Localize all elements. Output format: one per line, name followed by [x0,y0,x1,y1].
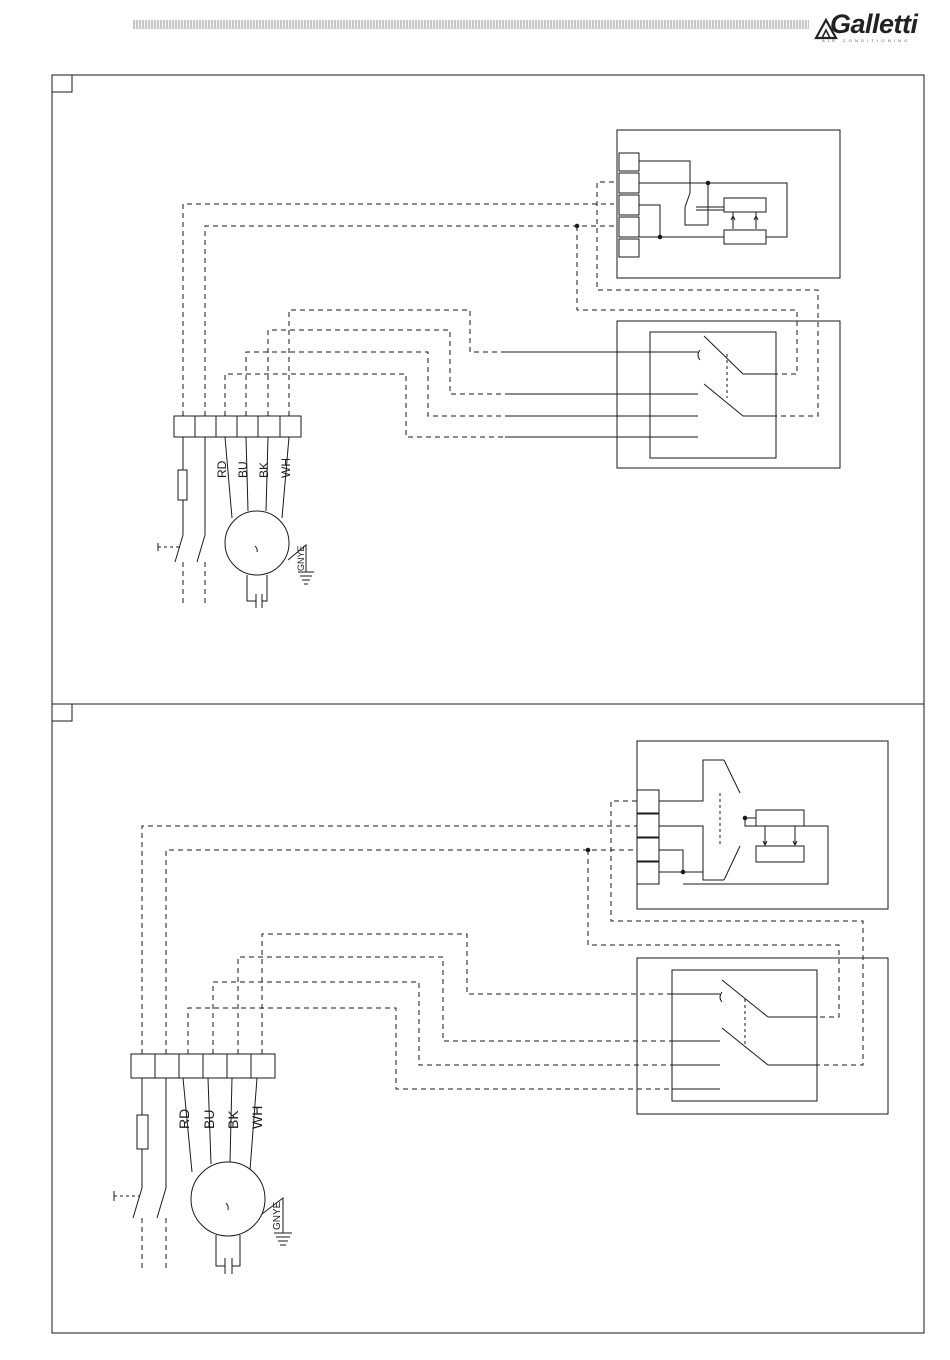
panel-2-relay-coil-top [756,810,804,826]
panel-2-corner-tab [52,704,72,721]
panel-2-speed-switch-box [637,958,888,1114]
panel-1-relay-coil-top [724,198,766,212]
panel-1-ground-icon [298,572,314,584]
panel-1-control-box [617,130,840,278]
panel-2-fuse [137,1115,148,1149]
panel-2-terminal-strip [131,1054,275,1078]
panel-2-wire-label-wh: WH [249,1106,265,1129]
panel-1-relay-coil-bottom [724,230,766,244]
panel-1-wire-label-rd: RD [215,460,229,478]
panel-2-fan-motor [191,1162,265,1236]
panel-2-wire-label-bk: BK [225,1110,241,1129]
panel-2-control-terminals [637,790,659,884]
panel-1-ground-label: GNYE [296,545,306,571]
panel-2-ground-label: GNYE [272,1201,283,1230]
panel-1-control-terminals [619,153,639,257]
panel-1-terminal-strip [174,416,301,437]
panel-2-wire-label-bu: BU [201,1110,217,1129]
panel-1-fan-motor [225,511,289,575]
panel-1-wire-label-bk: BK [257,462,271,478]
panel-2-ground-icon [274,1233,292,1245]
panel-1-wire-label-bu: BU [236,461,250,478]
panel-2-relay-coil-bottom [756,846,804,862]
panel-1-corner-tab [52,75,72,92]
panel-1-frame [52,75,924,704]
panel-1-fuse [178,470,187,500]
panel-2-wire-label-rd: RD [176,1109,192,1129]
panel-2-frame [52,704,924,1333]
panel-1-wire-label-wh: WH [279,458,293,478]
